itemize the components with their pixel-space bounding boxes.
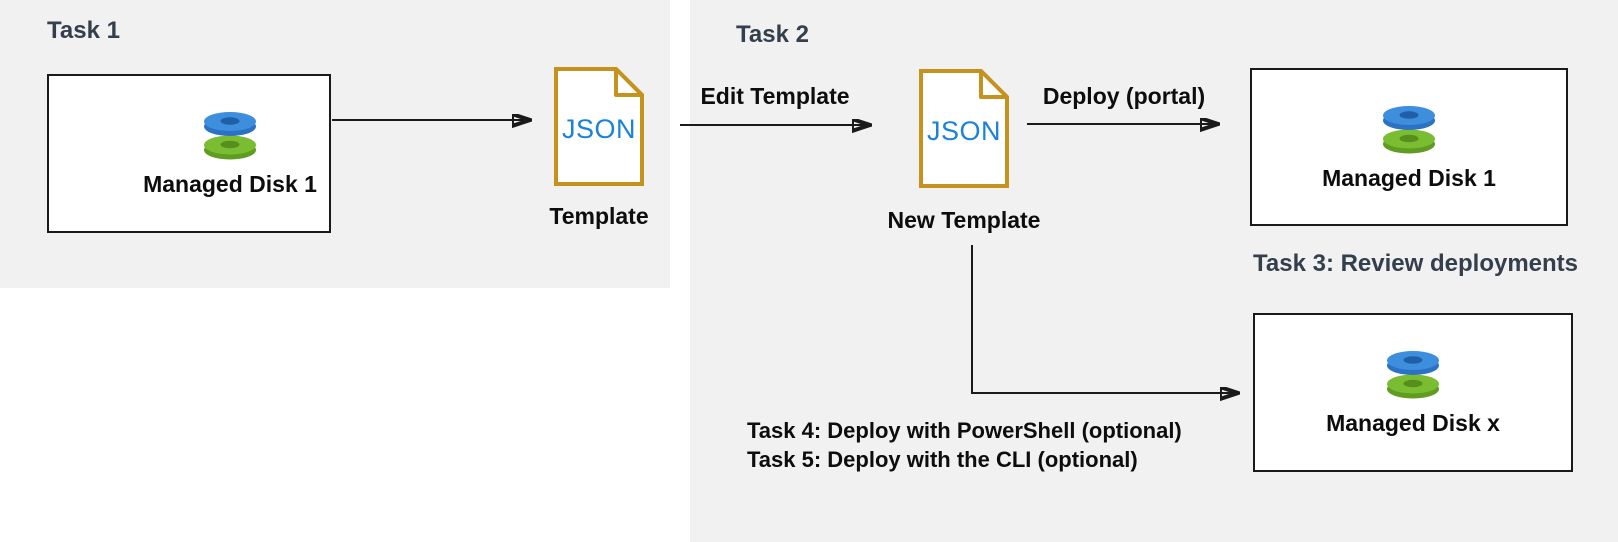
disk-box-label: Managed Disk 1	[143, 171, 317, 198]
template-json-file: JSON	[553, 66, 645, 187]
new-template-label: New Template	[887, 207, 1041, 233]
managed-disk-icon	[204, 112, 256, 160]
disk-bottom-green	[1387, 374, 1439, 399]
json-file-text: JSON	[561, 114, 636, 144]
task2-heading: Task 2	[736, 21, 809, 48]
managed-disk-x-box: Managed Disk x	[1253, 313, 1573, 472]
disk-bottom-green	[1383, 129, 1435, 154]
managed-disk-icon	[1387, 351, 1439, 399]
new-template-json-file: JSON	[918, 68, 1010, 189]
folded-corner	[614, 67, 644, 97]
disk-bottom-green	[204, 135, 256, 160]
template-label: Template	[549, 203, 649, 229]
task4-note: Task 4: Deploy with PowerShell (optional…	[747, 418, 1182, 443]
managed-disk-icon	[1383, 105, 1435, 154]
task3-heading: Task 3: Review deployments	[1253, 250, 1579, 277]
disk-top-blue	[1383, 105, 1435, 130]
task1-heading: Task 1	[47, 17, 120, 44]
edit-template-label: Edit Template	[700, 83, 850, 109]
managed-disk-1-deployed-box: Managed Disk 1	[1250, 68, 1568, 226]
disk-top-blue	[204, 112, 256, 137]
deploy-portal-label: Deploy (portal)	[1042, 83, 1206, 109]
disk-top-blue	[1387, 351, 1439, 376]
task4-task5-notes: Task 4: Deploy with PowerShell (optional…	[747, 416, 1182, 474]
disk-box-label: Managed Disk x	[1326, 410, 1500, 437]
json-file-text: JSON	[926, 116, 1001, 146]
disk-box-label: Managed Disk 1	[1322, 164, 1496, 191]
json-file-icon	[554, 67, 644, 186]
task5-note: Task 5: Deploy with the CLI (optional)	[747, 447, 1138, 472]
managed-disk-1-source-box: Managed Disk 1	[47, 74, 331, 233]
folded-corner	[979, 69, 1009, 99]
json-file-icon	[919, 69, 1009, 188]
